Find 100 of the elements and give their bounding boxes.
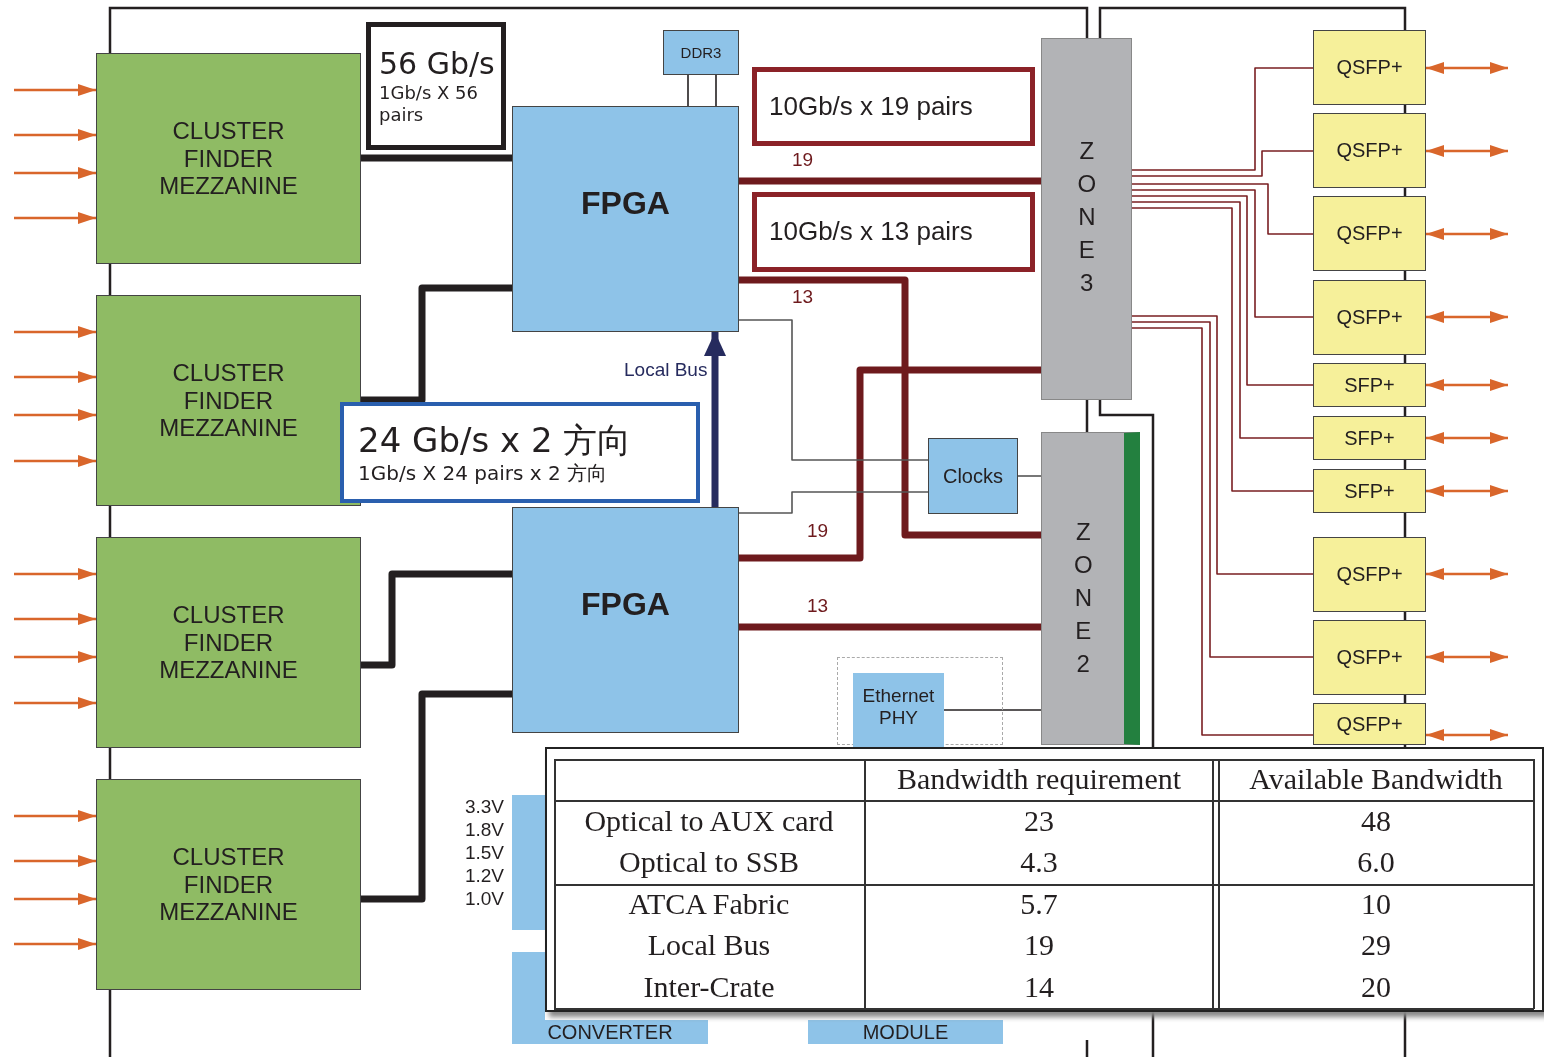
- arrow: [14, 371, 96, 383]
- memory-box: DDR3: [663, 30, 739, 75]
- connector-line: [361, 570, 512, 669]
- fpga-box: FPGA: [512, 106, 739, 332]
- callout-box: 56 Gb/s 1Gb/s X 56 pairs: [366, 22, 506, 150]
- connector-line: [1131, 327, 1314, 736]
- table-value: 23: [1024, 806, 1054, 836]
- transceiver-box: QSFP+: [1313, 620, 1426, 695]
- mezzanine-box: CLUSTER FINDER MEZZANINE: [96, 295, 361, 506]
- arrow: [1426, 485, 1508, 497]
- mezzanine-box: CLUSTER FINDER MEZZANINE: [96, 537, 361, 748]
- arrow: [1426, 651, 1508, 663]
- mezzanine-box: CLUSTER FINDER MEZZANINE: [96, 779, 361, 990]
- arrow: [1426, 568, 1508, 580]
- edge-label: 19: [790, 150, 816, 169]
- table-value: 5.7: [1020, 889, 1058, 919]
- edge-label: 13: [790, 287, 816, 306]
- arrow: [704, 332, 726, 507]
- edge-label: 19: [805, 521, 831, 540]
- dashed-frame: [837, 657, 1003, 745]
- connector-zone: ZONE3: [1041, 38, 1132, 400]
- arrow: [14, 409, 96, 421]
- transceiver-box: QSFP+: [1313, 703, 1426, 745]
- connector-line: [1017, 475, 1042, 477]
- row-label: Inter-Crate: [643, 972, 775, 1002]
- arrow: [14, 84, 96, 96]
- transceiver-box: SFP+: [1313, 416, 1426, 460]
- arrow: [1426, 379, 1508, 391]
- row-label: Local Bus: [647, 930, 771, 960]
- mezzanine-box: CLUSTER FINDER MEZZANINE: [96, 53, 361, 264]
- arrow: [14, 810, 96, 822]
- arrow: [1426, 145, 1508, 157]
- connector-line: [1131, 207, 1314, 492]
- module-box: [512, 795, 545, 930]
- arrow: [1426, 432, 1508, 444]
- connector-line: [1131, 150, 1314, 177]
- column-header: Available Bandwidth: [1249, 764, 1503, 794]
- arrow: [14, 651, 96, 663]
- connector-line: [361, 284, 512, 404]
- transceiver-box: SFP+: [1313, 469, 1426, 513]
- table-value: 14: [1024, 972, 1054, 1002]
- callout-box: 10Gb/s x 13 pairs: [752, 192, 1035, 272]
- arrow: [14, 326, 96, 338]
- table-value: 4.3: [1020, 847, 1058, 877]
- row-label: ATCA Fabric: [628, 889, 790, 919]
- connector-line: [739, 177, 1041, 185]
- voltage-label: 1.8V: [464, 820, 504, 839]
- arrow: [14, 129, 96, 141]
- transceiver-box: QSFP+: [1313, 30, 1426, 105]
- table-value: 6.0: [1357, 847, 1395, 877]
- connector-line: [1131, 321, 1314, 658]
- connector-zone: ZONE2: [1041, 432, 1140, 745]
- arrow: [1426, 311, 1508, 323]
- connector-line: [361, 154, 512, 162]
- arrow: [1426, 62, 1508, 74]
- connector-line: [1131, 189, 1314, 318]
- edge-label: Local Bus: [622, 360, 710, 379]
- transceiver-box: QSFP+: [1313, 537, 1426, 612]
- transceiver-box: SFP+: [1313, 363, 1426, 407]
- arrow: [14, 613, 96, 625]
- connector-line: [739, 276, 1041, 539]
- voltage-label: 1.2V: [464, 866, 504, 885]
- row-label: Optical to SSB: [619, 847, 799, 877]
- arrow: [14, 167, 96, 179]
- transceiver-box: QSFP+: [1313, 280, 1426, 355]
- connector-line: [739, 366, 1041, 562]
- connector-line: [738, 319, 929, 461]
- transceiver-box: QSFP+: [1313, 196, 1426, 271]
- fpga-box: FPGA: [512, 507, 739, 733]
- connector-line: [687, 74, 689, 107]
- transceiver-box: QSFP+: [1313, 113, 1426, 188]
- table-value: 10: [1361, 889, 1391, 919]
- callout-box: 24 Gb/s x 2 方向 1Gb/s X 24 pairs x 2 方向: [340, 402, 700, 503]
- arrow: [1426, 228, 1508, 240]
- clock-box: Clocks: [928, 438, 1018, 514]
- voltage-label: 1.0V: [464, 889, 504, 908]
- connector-line: [1131, 195, 1314, 386]
- column-header: Bandwidth requirement: [896, 764, 1182, 794]
- connector-line: [1131, 183, 1314, 235]
- arrow: [1426, 729, 1508, 741]
- connector-line: [739, 623, 1041, 631]
- row-label: Optical to AUX card: [584, 806, 834, 836]
- connector-line: [1131, 201, 1314, 439]
- table-value: 20: [1361, 972, 1391, 1002]
- connector-line: [738, 491, 929, 514]
- arrow: [14, 697, 96, 709]
- voltage-label: 1.5V: [464, 843, 504, 862]
- table-value: 19: [1024, 930, 1054, 960]
- arrow: [14, 568, 96, 580]
- module-box: MODULE: [808, 1020, 1003, 1044]
- arrow: [14, 893, 96, 905]
- connector-line: [1131, 67, 1314, 171]
- table-value: 48: [1361, 806, 1391, 836]
- connector-line: [715, 74, 717, 107]
- voltage-label: 3.3V: [464, 797, 504, 816]
- arrow: [14, 212, 96, 224]
- table-value: 29: [1361, 930, 1391, 960]
- phy-box: Ethernet PHY: [853, 673, 944, 748]
- callout-box: 10Gb/s x 19 pairs: [752, 67, 1035, 146]
- arrow: [14, 455, 96, 467]
